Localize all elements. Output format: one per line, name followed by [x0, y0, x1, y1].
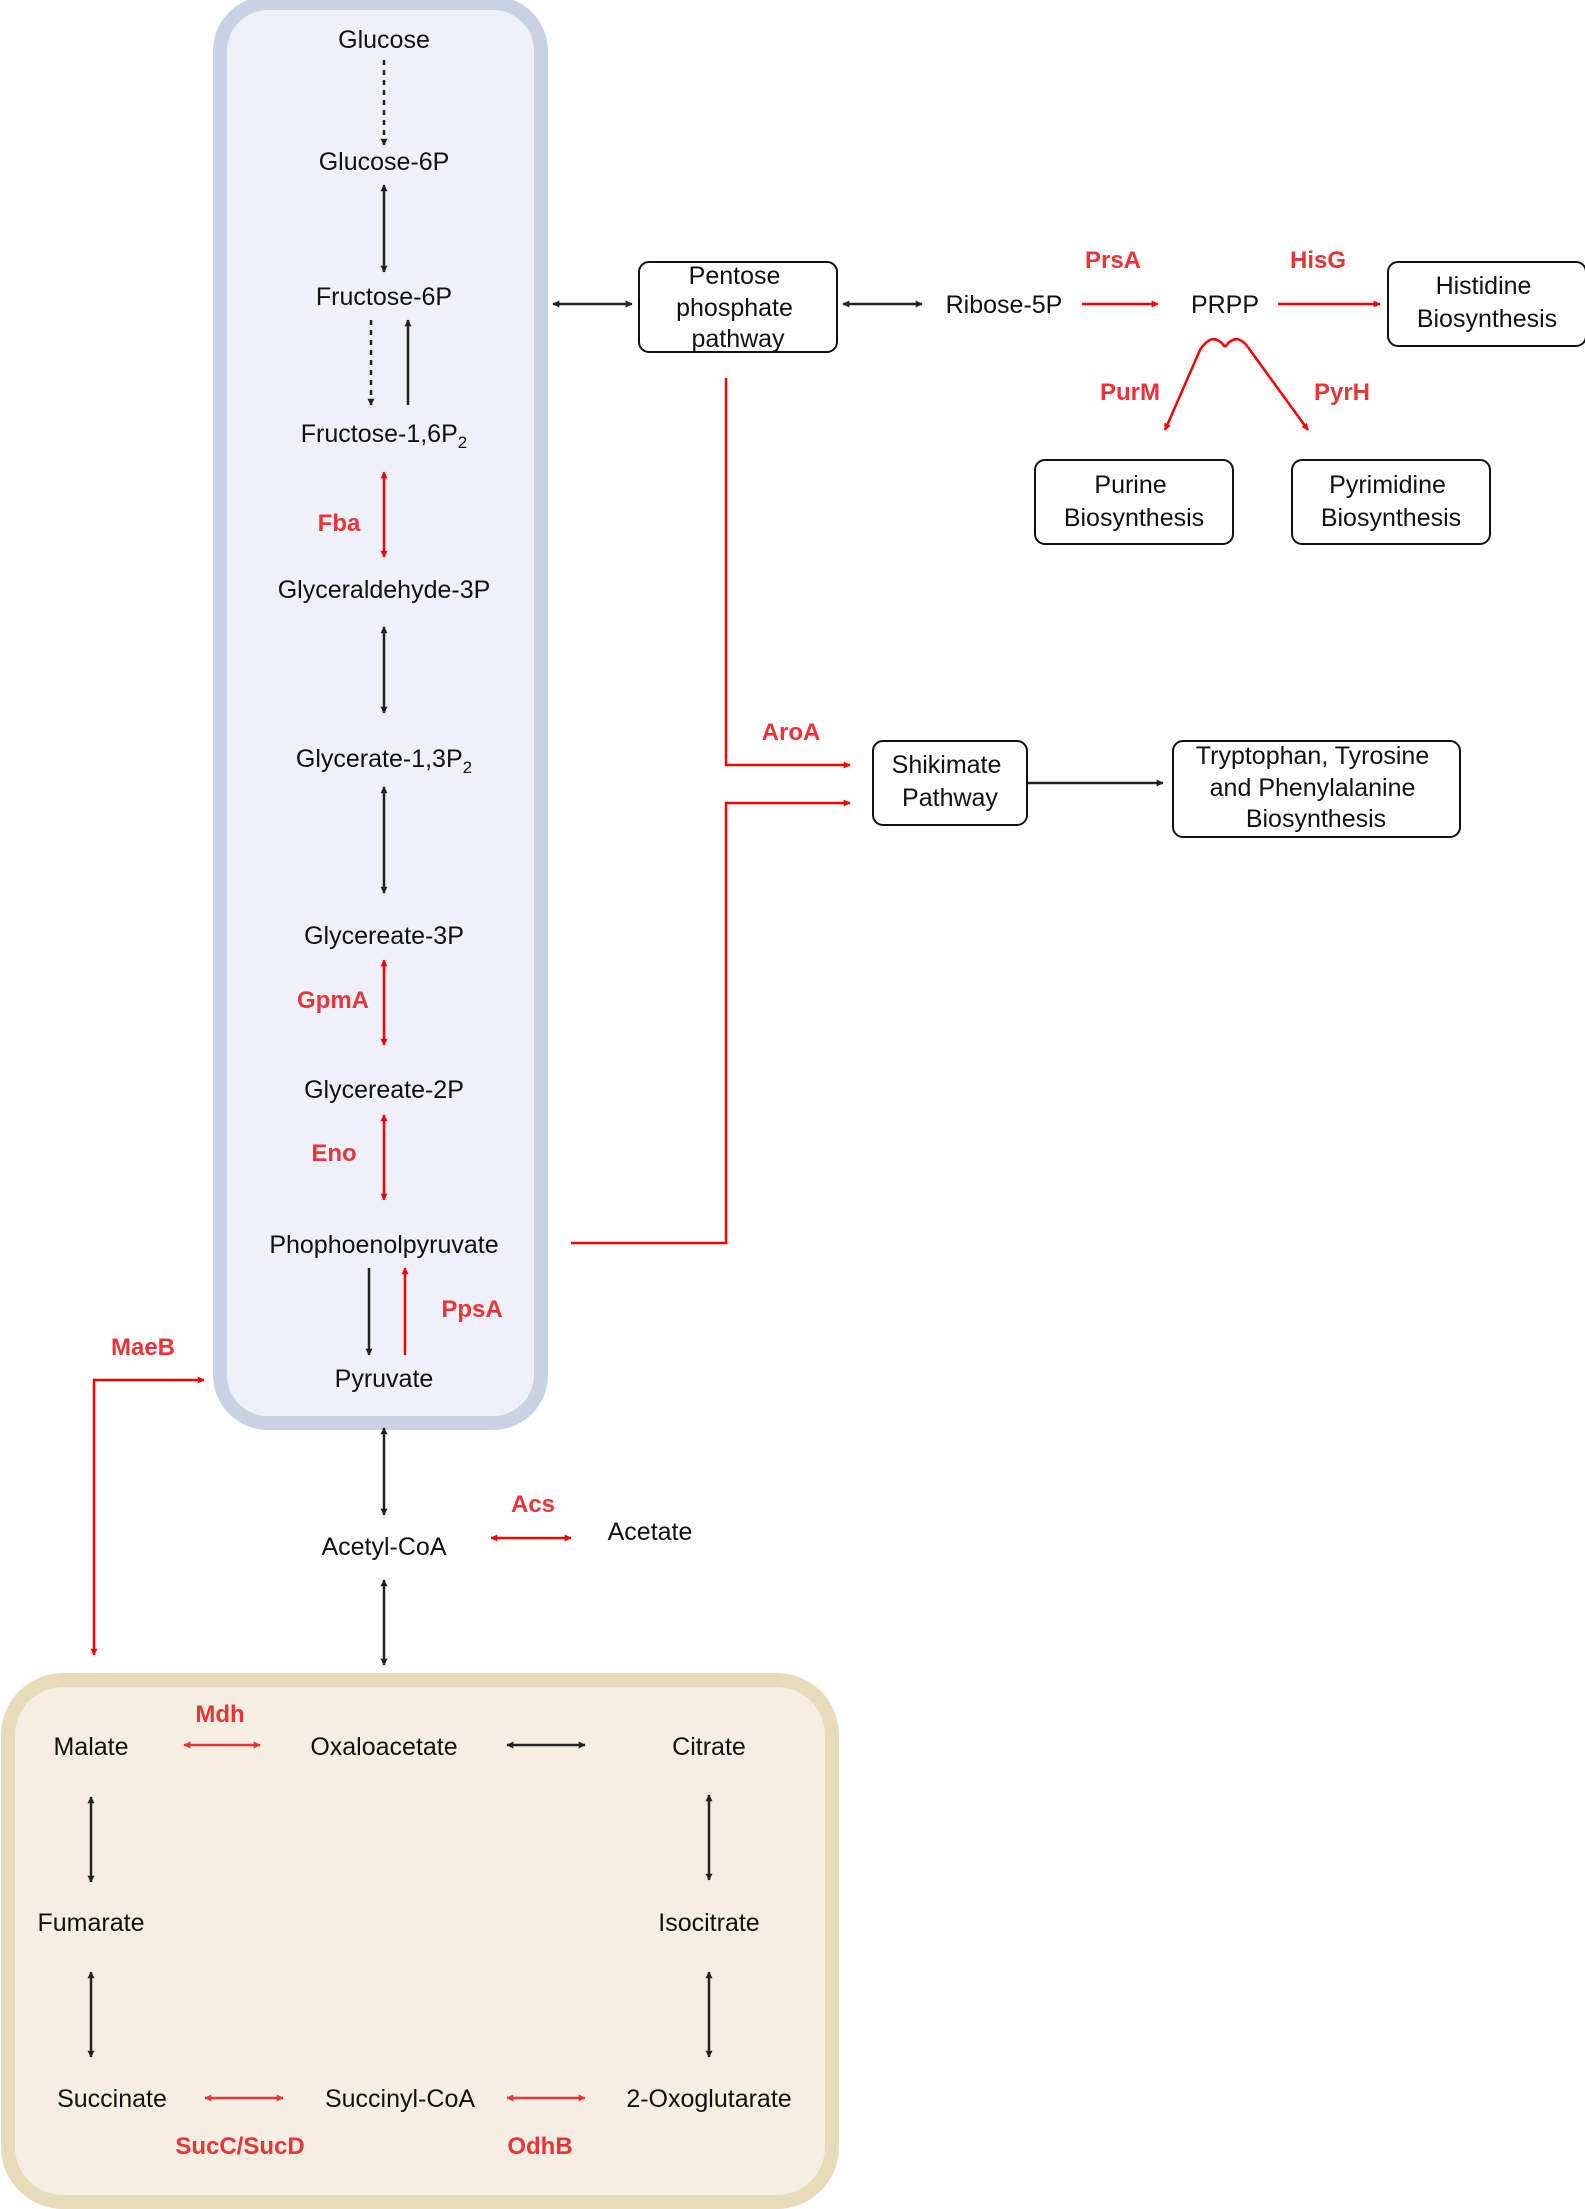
node-glycerate-13p2: Glycerate-1,3P2 — [296, 745, 472, 777]
aromatic-amino-acid-box: Tryptophan, Tyrosine and Phenylalanine B… — [1172, 740, 1461, 838]
shikimate-pathway-label: Shikimate Pathway — [892, 751, 1009, 812]
enzyme-succ-sucd: SucC/SucD — [175, 2133, 304, 2160]
arrow-purm — [1163, 338, 1227, 431]
node-succinate: Succinate — [57, 2085, 167, 2113]
enzyme-ppsa: PpsA — [441, 1296, 502, 1323]
aromatic-amino-acid-label: Tryptophan, Tyrosine and Phenylalanine B… — [1196, 742, 1436, 833]
enzyme-labels: Fba GpmA Eno PpsA MaeB Acs Mdh SucC/SucD… — [111, 247, 1370, 2160]
black-arrows — [87, 60, 1164, 2058]
node-ribose-5p: Ribose-5P — [946, 291, 1063, 319]
enzyme-maeb: MaeB — [111, 1334, 175, 1361]
pentose-phosphate-label: Pentose phosphate pathway — [676, 262, 800, 353]
node-oxaloacetate: Oxaloacetate — [310, 1733, 457, 1761]
enzyme-hisg: HisG — [1290, 247, 1346, 274]
enzyme-prsa: PrsA — [1085, 247, 1141, 274]
enzyme-mdh: Mdh — [195, 1701, 244, 1728]
node-glycereate-2p: Glycereate-2P — [304, 1076, 464, 1104]
arrow-pyrh — [1223, 338, 1310, 431]
fructose-16p2-text: Fructose-1,6P — [301, 420, 458, 448]
node-glycereate-3p: Glycereate-3P — [304, 922, 464, 950]
enzyme-fba: Fba — [318, 510, 361, 537]
node-pyruvate: Pyruvate — [335, 1365, 434, 1393]
enzyme-gpma: GpmA — [297, 987, 369, 1014]
arrow-aroa — [724, 378, 851, 769]
arrow-maeb — [90, 1376, 205, 1656]
pentose-phosphate-box: Pentose phosphate pathway — [638, 261, 838, 353]
node-acetyl-coa: Acetyl-CoA — [321, 1533, 446, 1561]
node-glucose-6p: Glucose-6P — [319, 148, 450, 176]
node-succinyl-coa: Succinyl-CoA — [325, 2085, 475, 2113]
enzyme-odhb: OdhB — [507, 2133, 572, 2160]
histidine-biosynthesis-label: Histidine Biosynthesis — [1417, 272, 1557, 333]
fructose-16p2-subscript: 2 — [458, 433, 467, 452]
node-glucose: Glucose — [338, 26, 430, 54]
arrow-pep-to-shikimate — [571, 799, 851, 1245]
enzyme-pyrh: PyrH — [1314, 379, 1370, 406]
metabolite-labels: Glucose Glucose-6P Fructose-6P Fructose-… — [38, 26, 1260, 2113]
glycerate-13p2-text: Glycerate-1,3P — [296, 745, 463, 773]
node-acetate: Acetate — [608, 1518, 693, 1546]
pyrimidine-biosynthesis-label: Pyrimidine Biosynthesis — [1321, 471, 1461, 532]
enzyme-aroa: AroA — [762, 719, 821, 746]
shikimate-pathway-box: Shikimate Pathway — [872, 740, 1028, 826]
purine-biosynthesis-box: Purine Biosynthesis — [1034, 459, 1234, 545]
histidine-biosynthesis-box: Histidine Biosynthesis — [1387, 261, 1585, 347]
node-isocitrate: Isocitrate — [658, 1909, 759, 1937]
purine-biosynthesis-label: Purine Biosynthesis — [1064, 471, 1204, 532]
enzyme-eno: Eno — [311, 1140, 356, 1167]
enzyme-purm: PurM — [1100, 379, 1160, 406]
node-fructose-16p2: Fructose-1,6P2 — [301, 420, 467, 452]
node-2-oxoglutarate: 2-Oxoglutarate — [626, 2085, 791, 2113]
node-glyceraldehyde-3p: Glyceraldehyde-3P — [278, 576, 491, 604]
pathway-boxes: Pentose phosphate pathway Histidine Bios… — [638, 261, 1585, 838]
node-fumarate: Fumarate — [38, 1909, 145, 1937]
node-phosphoenolpyruvate: Phophoenolpyruvate — [269, 1231, 498, 1259]
glycolysis-compartment — [213, 0, 548, 1430]
enzyme-acs: Acs — [511, 1491, 555, 1518]
node-citrate: Citrate — [672, 1733, 746, 1761]
pyrimidine-biosynthesis-box: Pyrimidine Biosynthesis — [1291, 459, 1491, 545]
node-prpp: PRPP — [1191, 291, 1259, 319]
node-fructose-6p: Fructose-6P — [316, 283, 452, 311]
red-arrows — [90, 300, 1381, 2102]
glycerate-13p2-subscript: 2 — [463, 758, 472, 777]
node-malate: Malate — [53, 1733, 128, 1761]
tca-cycle-compartment — [1, 1673, 839, 2209]
